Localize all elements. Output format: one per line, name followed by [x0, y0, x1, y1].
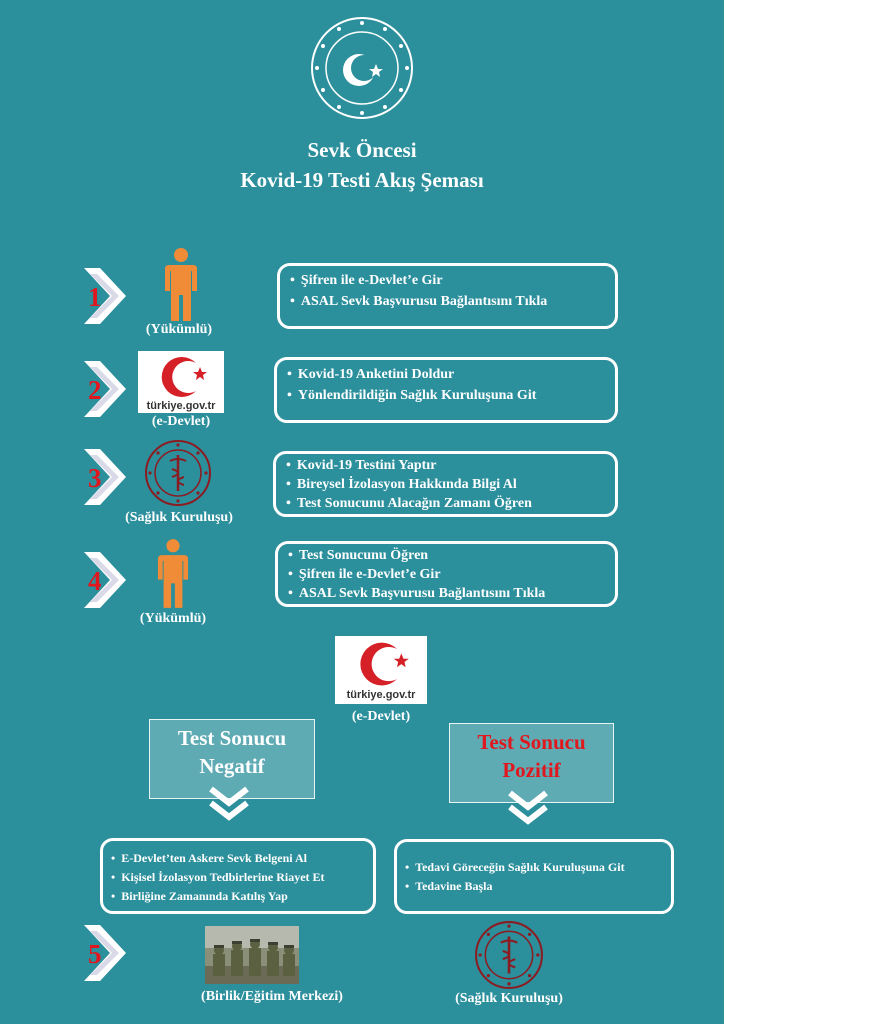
negative-line1: Test Sonucu — [177, 726, 287, 750]
step-actor-label: (Yükümlü) — [145, 322, 213, 337]
positive-actions-box: Tedavi Göreceğin Sağlık Kuruluşuna Git T… — [394, 839, 674, 914]
double-chevron-down-icon — [508, 790, 548, 825]
positive-line2: Pozitif — [502, 758, 561, 782]
positive-item: Tedavi Göreceğin Sağlık Kuruluşuna Git — [405, 858, 663, 877]
positive-line1: Test Sonucu — [477, 730, 586, 754]
step-number: 3 — [88, 463, 102, 493]
step-item: ASAL Sevk Başvurusu Bağlantısını Tıkla — [288, 584, 605, 603]
step-item: Test Sonucunu Alacağın Zamanı Öğren — [286, 494, 605, 513]
step-item: Şifren ile e-Devlet’e Gir — [288, 565, 605, 584]
positive-item: Tedavine Başla — [405, 877, 663, 896]
edevlet-label: (e-Devlet) — [351, 709, 411, 724]
step-number: 4 — [88, 566, 102, 596]
step-3-box: Kovid-19 Testini Yaptır Bireysel İzolasy… — [273, 451, 618, 517]
step-4-box: Test Sonucunu Öğren Şifren ile e-Devlet’… — [275, 541, 618, 607]
step-number: 5 — [88, 939, 102, 969]
negative-item: E-Devlet’ten Askere Sevk Belgeni Al — [111, 849, 365, 868]
turkiye-gov-logo: türkiye.gov.tr — [138, 351, 224, 413]
step-actor-label: (Sağlık Kuruluşu) — [125, 510, 233, 525]
step-actor-label: (Yükümlü) — [139, 611, 207, 626]
negative-item: Kişisel İzolasyon Tedbirlerine Riayet Et — [111, 868, 365, 887]
turkiye-gov-logo: türkiye.gov.tr — [335, 636, 427, 704]
step-2-box: Kovid-19 Anketini Doldur Yönlendirildiği… — [274, 357, 618, 423]
step-chevron-icon — [84, 925, 126, 981]
step-item: Yönlendirildiğin Sağlık Kuruluşuna Git — [287, 385, 605, 406]
negative-actions-box: E-Devlet’ten Askere Sevk Belgeni Al Kişi… — [100, 838, 376, 914]
person-icon — [157, 539, 189, 608]
health-ministry-emblem — [145, 440, 211, 506]
negative-item: Birliğine Zamanında Katılış Yap — [111, 887, 365, 906]
chart-title-line2: Kovid-19 Testi Akış Şeması — [240, 168, 484, 192]
step-item: Kovid-19 Testini Yaptır — [286, 456, 605, 475]
step-chevron-icon — [84, 449, 126, 505]
step-chevron-icon — [84, 361, 126, 417]
step-item: Bireysel İzolasyon Hakkında Bilgi Al — [286, 475, 605, 494]
logo-text: türkiye.gov.tr — [346, 689, 416, 701]
step-item: Şifren ile e-Devlet’e Gir — [290, 270, 605, 291]
soldiers-photo — [205, 926, 299, 984]
step-chevron-icon — [84, 552, 126, 608]
flowchart-panel: Sevk Öncesi Kovid-19 Testi Akış Şeması 1… — [0, 0, 724, 1024]
step-item: Kovid-19 Anketini Doldur — [287, 364, 605, 385]
health-institution-label: (Sağlık Kuruluşu) — [455, 991, 563, 1006]
person-icon — [165, 248, 197, 321]
ministry-emblem — [310, 16, 414, 120]
health-ministry-emblem — [475, 921, 543, 989]
unit-training-center-label: (Birlik/Eğitim Merkezi) — [201, 989, 343, 1004]
step-1-box: Şifren ile e-Devlet’e Gir ASAL Sevk Başv… — [277, 263, 618, 329]
step-number: 1 — [88, 282, 102, 312]
step-item: ASAL Sevk Başvurusu Bağlantısını Tıkla — [290, 291, 605, 312]
negative-result-box: Test Sonucu Negatif — [149, 719, 315, 799]
double-chevron-down-icon — [209, 786, 249, 821]
step-actor-label: (e-Devlet) — [151, 414, 211, 429]
logo-text: türkiye.gov.tr — [146, 400, 216, 412]
step-item: Test Sonucunu Öğren — [288, 546, 605, 565]
negative-line2: Negatif — [199, 754, 265, 778]
step-number: 2 — [88, 375, 102, 405]
step-chevron-icon — [84, 268, 126, 324]
chart-title-line1: Sevk Öncesi — [307, 138, 417, 162]
